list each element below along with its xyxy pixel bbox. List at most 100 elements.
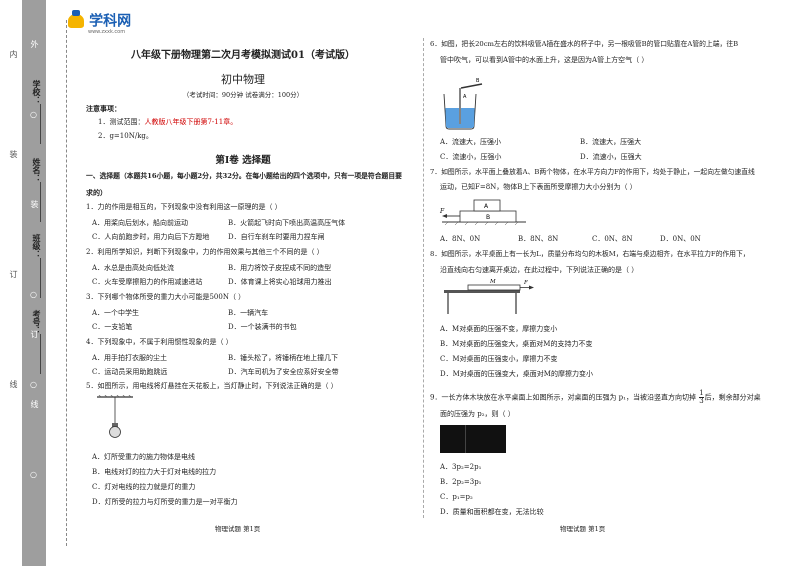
q7-option-a[interactable]: A．8N、0N bbox=[440, 235, 481, 243]
exam-no-field[interactable]: 考号： bbox=[32, 310, 42, 334]
q9-fraction: 1 3 bbox=[699, 389, 704, 405]
outer-label-4: ○ bbox=[29, 290, 38, 299]
section-title: 第Ⅰ卷 选择题 bbox=[215, 155, 271, 166]
q4-option-b[interactable]: B．锤头松了，将锤柄在地上撞几下 bbox=[228, 354, 339, 362]
q8-option-c[interactable]: C．M对桌面的压强变小，摩擦力不变 bbox=[440, 355, 558, 363]
q2-option-c[interactable]: C．火车受摩擦阻力的作用减速进站 bbox=[92, 278, 203, 286]
q8-option-a[interactable]: A．M对桌面的压强不变，摩擦力变小 bbox=[440, 325, 558, 333]
q1-option-d[interactable]: D．自行车刹车时要用力捏车闸 bbox=[228, 233, 325, 241]
outer-label-1: 外 bbox=[30, 40, 39, 48]
q9-option-d[interactable]: D．质量和面积都在变，无法比较 bbox=[440, 508, 544, 516]
column-divider bbox=[423, 38, 424, 518]
logo-url: www.zxxk.com bbox=[88, 28, 126, 35]
binding-dashed-line bbox=[66, 20, 67, 546]
q2-option-d[interactable]: D．体育课上将实心铅球用力推出 bbox=[228, 278, 332, 286]
binding-strip bbox=[22, 0, 46, 566]
section-intro-2: 求的） bbox=[86, 188, 107, 197]
q7-label-b: B bbox=[486, 214, 490, 221]
footer-left: 物理试题 第1页 bbox=[215, 525, 261, 533]
q5-option-c[interactable]: C．灯对电线的拉力就是灯的重力 bbox=[92, 483, 196, 491]
q9-stem-1: 9．一长方体木块放在水平桌面上如图所示，对桌面的压强为 p₁，当被沿竖直方向切掉… bbox=[430, 390, 761, 405]
q1-option-a[interactable]: A．用桨向后划水，船向前运动 bbox=[92, 219, 189, 227]
inner-label-5: 订 bbox=[9, 270, 18, 278]
exam-meta: （考试时间：90分钟 试卷满分：100分） bbox=[182, 91, 304, 99]
q7-option-c[interactable]: C．0N、8N bbox=[592, 235, 633, 243]
class-field[interactable]: 班级： bbox=[32, 234, 42, 258]
q1-option-c[interactable]: C．人向前跑步时，用力向后下方蹬地 bbox=[92, 233, 210, 241]
q9-frac-num: 1 bbox=[699, 389, 704, 398]
q6-label-b: B bbox=[476, 78, 480, 84]
q2-stem: 2．利用所学知识，判断下列现象中，力的作用效果与其他三个不同的是（ ） bbox=[86, 248, 324, 256]
notes-item-1: 1．测试范围：人教版八年级下册第7-11章。 bbox=[98, 118, 237, 127]
q4-option-a[interactable]: A．用手拍打衣服的尘土 bbox=[92, 354, 168, 362]
inner-label-7: 线 bbox=[9, 380, 18, 388]
q6-option-c[interactable]: C．流速小，压强小 bbox=[440, 153, 502, 161]
q3-option-a[interactable]: A．一个中学生 bbox=[92, 309, 140, 317]
q6-option-b[interactable]: B．流速大，压强大 bbox=[580, 138, 642, 146]
q1-option-b[interactable]: B．火箭起飞时向下喷出高温高压气体 bbox=[228, 219, 346, 227]
q9-option-c[interactable]: C．p₁=p₂ bbox=[440, 493, 473, 501]
section-intro-1: 一、选择题（本题共16小题，每小题2分，共32分。在每小题给出的四个选项中，只有… bbox=[86, 172, 402, 180]
q6-straw-figure: B A bbox=[443, 78, 483, 130]
q5-option-a[interactable]: A．灯所受重力的施力物体是电线 bbox=[92, 453, 196, 461]
q9-option-b[interactable]: B．2p₂=3p₁ bbox=[440, 478, 482, 486]
q3-option-c[interactable]: C．一支铅笔 bbox=[92, 323, 133, 331]
q9-frac-den: 3 bbox=[699, 397, 704, 405]
school-line bbox=[40, 104, 41, 144]
logo-icon bbox=[68, 9, 84, 28]
q9-stem-1b: 后，剩余部分对桌 bbox=[704, 393, 761, 402]
q5-lamp-figure bbox=[97, 395, 133, 438]
q7-option-b[interactable]: B．8N、8N bbox=[518, 235, 559, 243]
outer-label-2: ○ bbox=[29, 110, 38, 119]
inner-label-3: 装 bbox=[9, 150, 18, 158]
q8-label-f: F bbox=[523, 280, 528, 286]
q7-stem-1: 7．如图所示，水平面上叠放着A、B两个物体，在水平方向力F的作用下，均处于静止，… bbox=[430, 168, 755, 176]
q4-option-c[interactable]: C．运动员采用助跑跳远 bbox=[92, 368, 168, 376]
q6-label-a: A bbox=[463, 94, 467, 100]
notes-item-1-prefix: 1．测试范围： bbox=[98, 118, 145, 126]
q2-option-a[interactable]: A．水总是由高处向低处流 bbox=[92, 264, 175, 272]
page-title: 八年级下册物理第二次月考模拟测试01（考试版） bbox=[131, 50, 355, 61]
q7-label-f: F bbox=[439, 208, 445, 215]
q2-option-b[interactable]: B．用力将饺子皮捏成不同的造型 bbox=[228, 264, 332, 272]
name-field[interactable]: 姓名： bbox=[32, 158, 42, 182]
q8-stem-2: 沿直线向右匀速离开桌边，在此过程中，下列说法正确的是（ ） bbox=[440, 266, 639, 274]
q8-table-figure: M F bbox=[444, 279, 534, 314]
q5-stem: 5．如图所示，用电线将灯悬挂在天花板上，当灯静止时，下列说法正确的是（ ） bbox=[86, 382, 338, 390]
outer-label-3: 装 bbox=[30, 200, 39, 208]
outer-label-7: 线 bbox=[30, 400, 39, 408]
q9-cut-line bbox=[465, 425, 466, 453]
page-subtitle: 初中物理 bbox=[221, 73, 265, 86]
notes-heading: 注意事项： bbox=[86, 104, 121, 113]
q3-stem: 3．下列哪个物体所受的重力大小可能是500N（ ） bbox=[86, 293, 246, 301]
q6-option-d[interactable]: D．流速小，压强大 bbox=[580, 153, 642, 161]
name-line bbox=[40, 182, 41, 222]
q4-option-d[interactable]: D．汽车司机为了安全应系好安全带 bbox=[228, 368, 339, 376]
q8-label-m: M bbox=[489, 279, 496, 285]
school-field[interactable]: 学校： bbox=[32, 80, 42, 104]
q7-label-a: A bbox=[484, 203, 489, 210]
q6-stem-2: 管中吹气，可以看到A管中的水面上升，这是因为A管上方空气（ ） bbox=[440, 56, 649, 64]
q5-option-b[interactable]: B．电线对灯的拉力大于灯对电线的拉力 bbox=[92, 468, 217, 476]
q3-option-b[interactable]: B．一辆汽车 bbox=[228, 309, 269, 317]
inner-label-1: 内 bbox=[9, 50, 18, 58]
q5-option-d[interactable]: D．灯所受的拉力与灯所受的重力是一对平衡力 bbox=[92, 498, 238, 506]
notes-item-1-scope: 人教版八年级下册第7-11章。 bbox=[144, 118, 238, 126]
brand-logo: 学科网 www.zxxk.com bbox=[68, 9, 132, 35]
class-line bbox=[40, 258, 41, 298]
q8-option-b[interactable]: B．M对桌面的压强变大，桌面对M的支持力不变 bbox=[440, 340, 593, 348]
q9-option-a[interactable]: A．3p₂=2p₁ bbox=[440, 463, 482, 471]
logo-brand: 学科网 bbox=[89, 13, 132, 30]
q1-stem: 1．力的作用是相互的，下列现象中没有利用这一原理的是（ ） bbox=[86, 203, 282, 211]
q8-option-d[interactable]: D．M对桌面的压强变大，桌面对M的摩擦力变小 bbox=[440, 370, 593, 378]
q9-block-figure bbox=[440, 425, 506, 453]
q6-option-a[interactable]: A．流速大，压强小 bbox=[440, 138, 502, 146]
exam-no-line bbox=[40, 334, 41, 374]
outer-label-5: 订 bbox=[30, 330, 39, 338]
q7-stem-2: 运动，已知F=8N，物体B上下表面所受摩擦力大小分别为（ ） bbox=[440, 183, 637, 191]
q7-option-d[interactable]: D．0N、0N bbox=[660, 235, 701, 243]
q3-option-d[interactable]: D．一个装满书的书包 bbox=[228, 323, 297, 331]
outer-label-6: ○ bbox=[29, 380, 38, 389]
q9-stem-2: 面的压强为 p₂，则（ ） bbox=[440, 410, 515, 418]
q4-stem: 4．下列现象中，不属于利用惯性现象的是（ ） bbox=[86, 338, 233, 346]
